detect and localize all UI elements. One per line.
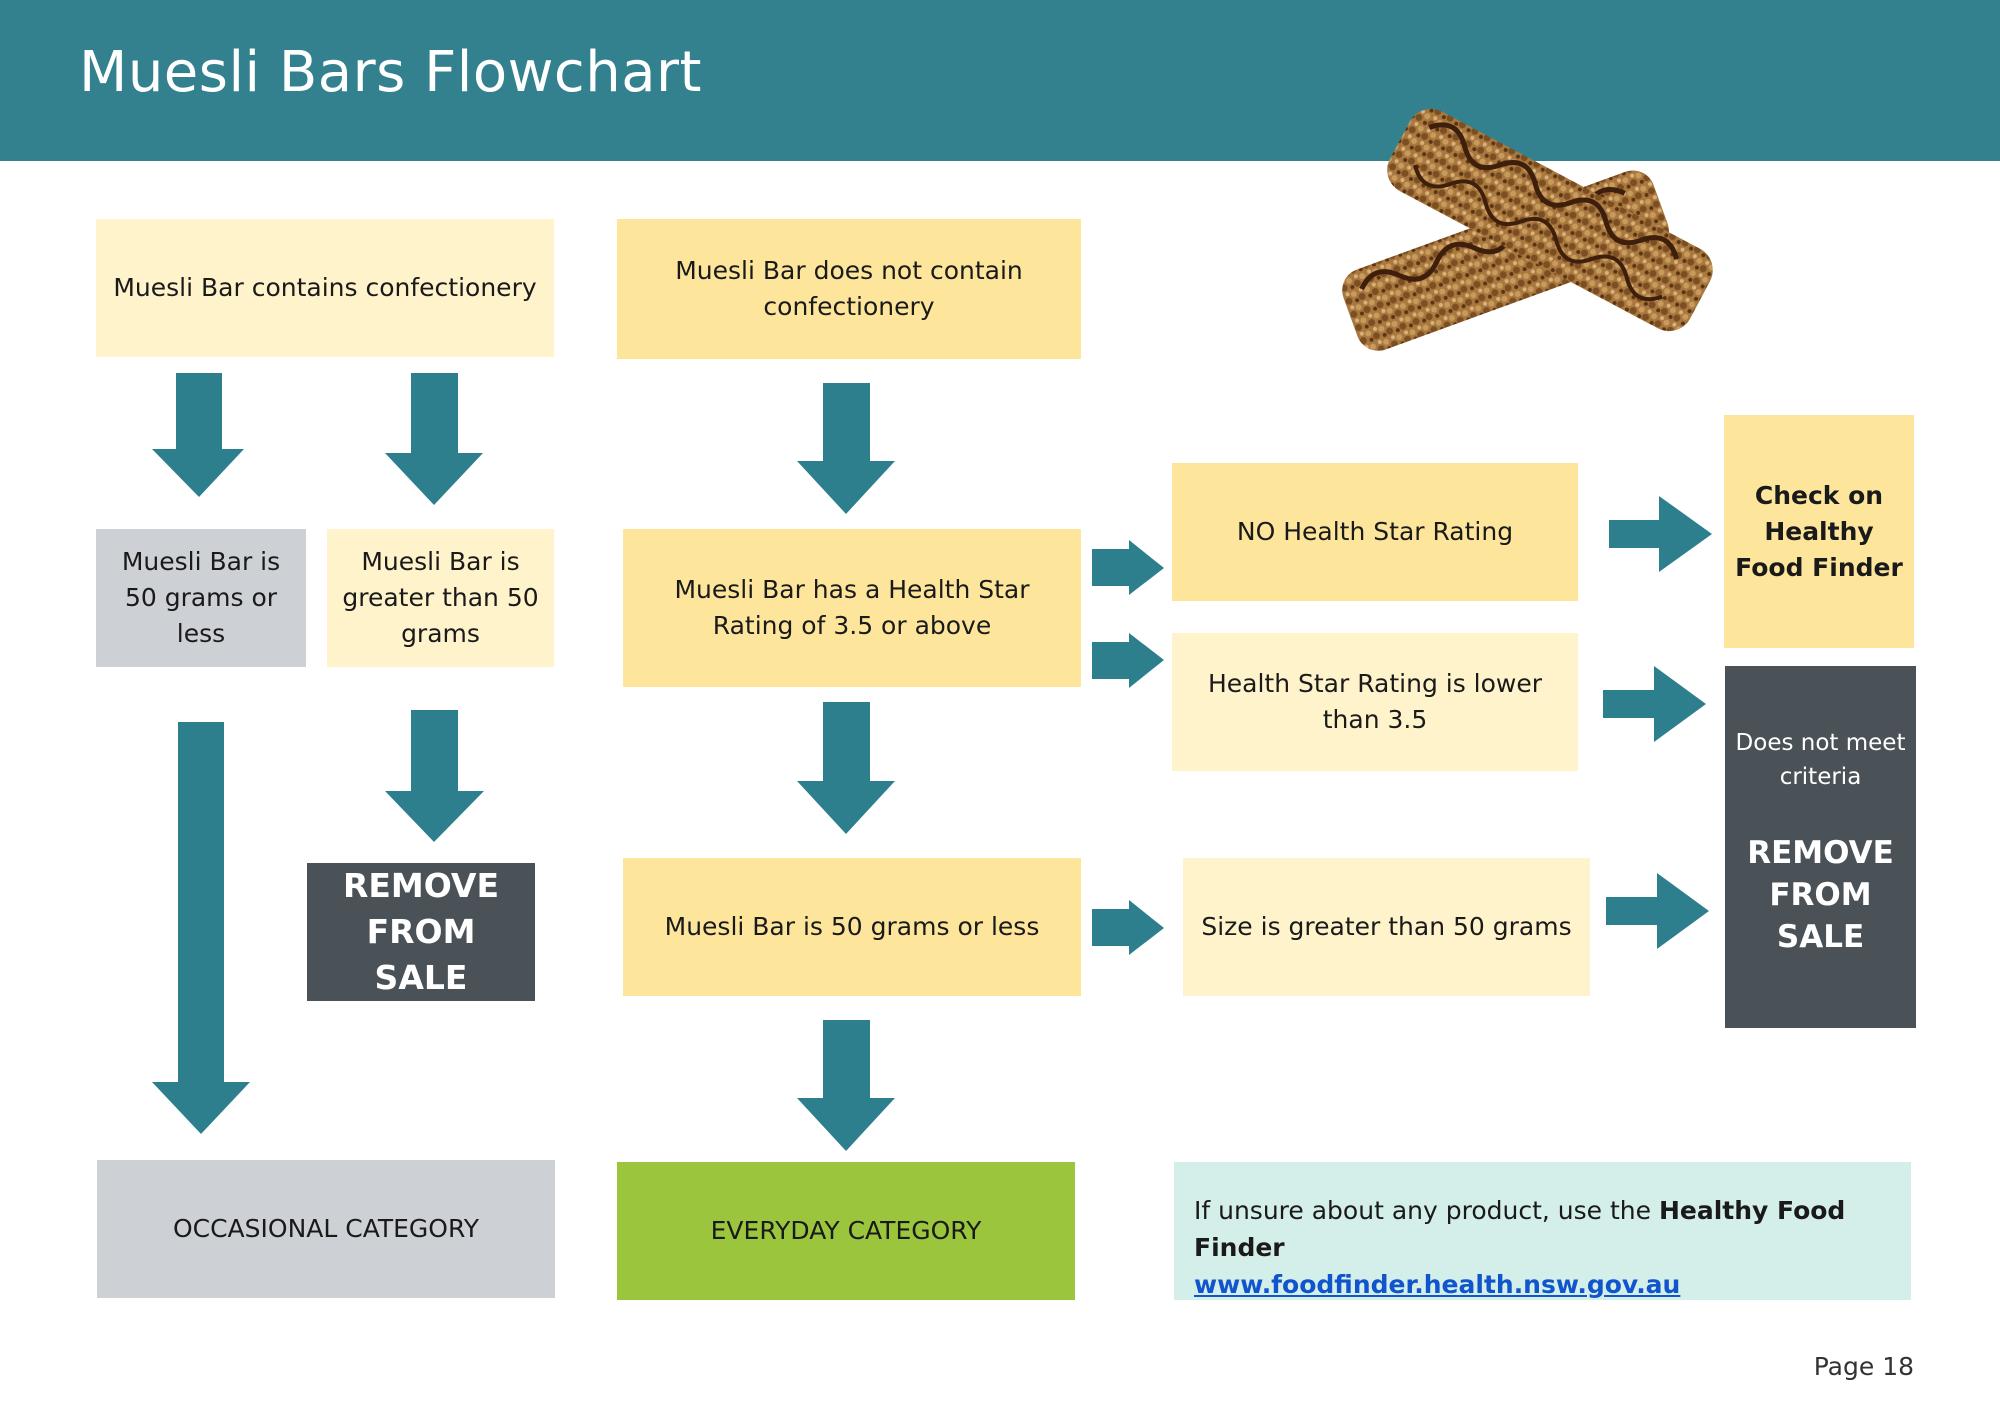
info-prefix: If unsure about any product, use the <box>1194 1196 1659 1225</box>
page-title: Muesli Bars Flowchart <box>79 40 702 105</box>
node-no-health-star-label: NO Health Star Rating <box>1236 517 1514 546</box>
node-size-greater-label: Size is greater than 50 grams <box>1201 912 1572 941</box>
arrow-down-5 <box>385 710 484 842</box>
node-greater-than-fifty: Muesli Bar is greater than 50 grams <box>327 529 554 667</box>
node-size-greater: Size is greater than 50 grams <box>1183 858 1590 996</box>
arrow-right-3 <box>1092 900 1164 955</box>
node-rating-lower: Health Star Rating is lower than 3.5 <box>1172 633 1578 771</box>
node-contains-confectionery: Muesli Bar contains confectionery <box>96 219 554 357</box>
muesli-bars-photo <box>1342 108 1713 351</box>
node-no-health-star: NO Health Star Rating <box>1172 463 1578 601</box>
remove-from-sale-right-label: REMOVE FROM SALE <box>1747 835 1894 955</box>
arrow-right-6 <box>1606 873 1709 949</box>
node-health-star: Muesli Bar has a Health Star Rating of 3… <box>623 529 1081 687</box>
node-everyday-category: EVERYDAY CATEGORY <box>617 1162 1075 1300</box>
occasional-category-label: OCCASIONAL CATEGORY <box>172 1214 480 1243</box>
arrow-down-7 <box>797 1020 895 1151</box>
node-occasional-category: OCCASIONAL CATEGORY <box>97 1160 555 1298</box>
arrow-down-1 <box>152 373 244 497</box>
arrow-down-2 <box>385 373 483 505</box>
food-finder-link[interactable]: www.foodfinder.health.nsw.gov.au <box>1194 1270 1681 1299</box>
node-check-food-finder-label: Check on Healthy Food Finder <box>1735 480 1903 582</box>
node-rating-lower-label: Health Star Rating is lower than 3.5 <box>1207 669 1543 734</box>
arrow-down-3 <box>797 383 895 514</box>
arrow-right-5 <box>1603 666 1706 742</box>
arrow-right-1 <box>1092 540 1164 595</box>
node-remove-from-sale-left: REMOVE FROM SALE <box>307 863 535 1001</box>
node-check-food-finder: Check on Healthy Food Finder <box>1724 415 1914 648</box>
arrow-down-6 <box>797 702 895 834</box>
does-not-meet-label: Does not meet criteria <box>1735 730 1906 790</box>
node-fifty-or-less-label: Muesli Bar is 50 grams or less <box>121 547 281 648</box>
node-contains-confectionery-label: Muesli Bar contains confectionery <box>113 273 537 302</box>
arrow-right-2 <box>1092 633 1164 688</box>
header-banner: Muesli Bars Flowchart <box>0 0 2000 161</box>
page-number: Page 18 <box>1813 1352 1914 1381</box>
node-no-confectionery-label: Muesli Bar does not contain confectioner… <box>675 256 1023 321</box>
info-box: If unsure about any product, use the Hea… <box>1174 1162 1911 1300</box>
arrow-right-4 <box>1609 496 1712 572</box>
node-health-star-label: Muesli Bar has a Health Star Rating of 3… <box>674 575 1030 640</box>
arrow-down-long <box>152 722 250 1134</box>
node-no-confectionery: Muesli Bar does not contain confectioner… <box>617 219 1081 359</box>
node-bar-fifty-or-less: Muesli Bar is 50 grams or less <box>623 858 1081 996</box>
node-does-not-meet: Does not meet criteria REMOVE FROM SALE <box>1725 666 1916 1028</box>
everyday-category-label: EVERYDAY CATEGORY <box>710 1216 982 1245</box>
node-greater-than-fifty-label: Muesli Bar is greater than 50 grams <box>342 547 539 648</box>
info-healthy-food-finder: Healthy Food Finder <box>1194 1196 1846 1262</box>
remove-from-sale-left-label: REMOVE FROM SALE <box>342 866 500 997</box>
node-bar-fifty-or-less-label: Muesli Bar is 50 grams or less <box>664 912 1040 941</box>
node-fifty-or-less: Muesli Bar is 50 grams or less <box>96 529 306 667</box>
